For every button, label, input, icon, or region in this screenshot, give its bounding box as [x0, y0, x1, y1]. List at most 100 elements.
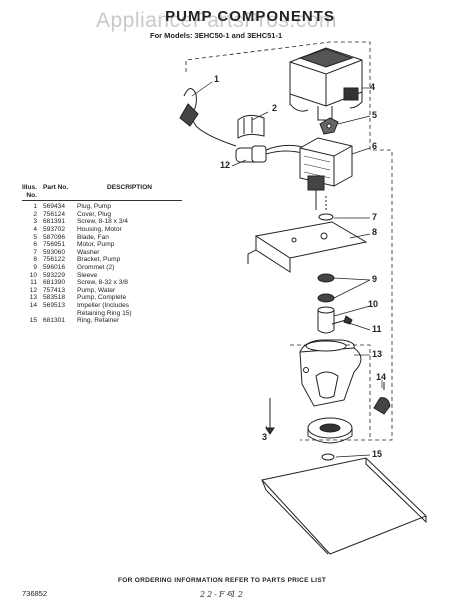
table-row: 13 583518 Pump, Complete: [22, 294, 182, 302]
callout-10: 10: [368, 299, 379, 309]
callout-4: 4: [370, 82, 376, 92]
description-cell: Impeller (Includes: [77, 301, 130, 309]
part-no-cell: 756124: [43, 210, 66, 218]
handwritten-note: 22-F-12: [200, 590, 245, 599]
ordering-note: FOR ORDERING INFORMATION REFER TO PARTS …: [118, 577, 327, 584]
callout-14: 14: [376, 372, 387, 382]
illus-no-cell: 9: [33, 263, 37, 271]
page-subtitle: For Models: 3EHC50-1 and 3EHC51-1: [150, 31, 283, 40]
illus-no-cell: 5: [33, 233, 37, 241]
part-no-cell: 681301: [43, 317, 66, 325]
header-illus-no: Illus. No.: [22, 184, 38, 199]
description-cell: Cover, Plug: [77, 210, 112, 218]
description-cell: Motor, Pump: [77, 241, 115, 249]
callout-15: 15: [372, 449, 383, 459]
fan-blade-part: [319, 117, 339, 135]
table-row: 7 593060 Washer: [22, 249, 182, 257]
callout-3: 3: [262, 432, 268, 442]
callout-6: 6: [372, 141, 378, 151]
pump-outline-dashed: [290, 344, 371, 440]
illus-no-cell: 13: [29, 294, 37, 302]
washer-part: [318, 213, 334, 221]
illus-no-cell: 1: [33, 203, 37, 211]
part-no-cell: 569434: [43, 203, 66, 211]
page-title: PUMP COMPONENTS: [165, 8, 335, 25]
illus-no-cell: 7: [33, 248, 37, 256]
description-cell: Pump, Complete: [77, 294, 127, 302]
illus-no-cell: 3: [33, 218, 37, 226]
table-row: 2 756124 Cover, Plug: [22, 211, 182, 219]
part-no-cell: 569513: [43, 301, 66, 309]
description-cell: Grommet (2): [77, 263, 115, 271]
description-cell: Screw, 8-32 x 3/8: [77, 279, 128, 287]
impeller-part: [373, 382, 391, 415]
document-number: 736852: [22, 589, 48, 598]
pump-complete-part: [299, 339, 362, 407]
callout-7: 7: [372, 212, 378, 222]
part-no-cell: 593702: [43, 225, 66, 233]
part-no-cell: 587096: [43, 233, 66, 241]
assembly-outline: [185, 41, 393, 441]
retaining-ring-part: [321, 453, 335, 461]
table-row: 9 596016 Grommet (2): [22, 264, 182, 272]
description-cell: Retaining Ring 15): [77, 309, 132, 317]
part-no-cell: 757413: [43, 286, 66, 294]
water-pump-connector-part: [235, 144, 307, 163]
cover-plug-part: [237, 114, 265, 139]
pump-motor-part: [299, 137, 353, 210]
illus-no-cell: 14: [29, 301, 37, 309]
description-cell: Plug, Pump: [77, 203, 112, 211]
part-no-cell: 583518: [43, 294, 66, 302]
grommet-part: [317, 273, 335, 303]
part-no-cell: 593060: [43, 248, 66, 256]
pump-bracket-part: [247, 221, 368, 273]
description-cell: Blade, Fan: [77, 233, 109, 241]
part-no-cell: 756951: [43, 241, 66, 249]
table-row: 12 757413 Pump, Water: [22, 287, 182, 295]
motor-housing-part: [289, 47, 363, 121]
table-row: 10 593229 Sleeve: [22, 272, 182, 280]
table-row: 11 681390 Screw, 8-32 x 3/8: [22, 279, 182, 287]
callout-13: 13: [372, 349, 383, 359]
callout-5: 5: [372, 110, 378, 120]
plug-part: [179, 88, 237, 147]
table-row: Retaining Ring 15): [22, 310, 182, 318]
callout-11: 11: [372, 324, 382, 334]
callout-8: 8: [372, 227, 378, 237]
callout-1: 1: [214, 74, 220, 84]
description-cell: Sleeve: [77, 271, 98, 279]
description-cell: Washer: [77, 248, 100, 256]
illus-no-cell: 6: [33, 241, 37, 249]
description-cell: Bracket, Pump: [77, 256, 121, 264]
illus-no-cell: 4: [33, 225, 37, 233]
parts-table-header: Illus. No. Part No. DESCRIPTION: [22, 184, 182, 202]
page-number: 6: [228, 589, 233, 598]
watermark: AppliancePartsPros.com: [96, 9, 337, 32]
description-cell: Ring, Retainer: [77, 317, 120, 325]
description-cell: Screw, 8-18 x 3/4: [77, 218, 128, 226]
table-row: 14 569513 Impeller (Includes: [22, 302, 182, 310]
description-cell: Pump, Water: [77, 286, 116, 294]
illus-no-cell: 10: [29, 271, 37, 279]
impeller-disk-part: [307, 417, 353, 444]
base-tray-part: [261, 457, 427, 555]
part-no-cell: 593229: [43, 271, 66, 279]
illus-no-cell: 2: [33, 210, 37, 218]
part-no-cell: 596016: [43, 263, 66, 271]
table-row: 4 593702 Housing, Motor: [22, 226, 182, 234]
description-cell: Housing, Motor: [77, 225, 122, 233]
illus-no-cell: 11: [30, 279, 37, 287]
illus-no-cell: 8: [33, 256, 37, 264]
part-no-cell: 756122: [43, 256, 66, 264]
table-row: 6 756951 Motor, Pump: [22, 241, 182, 249]
table-row: 8 756122 Bracket, Pump: [22, 256, 182, 264]
illus-no-cell: 12: [29, 286, 37, 294]
callout-12: 12: [220, 160, 231, 170]
part-no-cell: 681390: [43, 279, 66, 287]
table-row: 1 569434 Plug, Pump: [22, 203, 182, 211]
illus-no-cell: [22, 310, 43, 318]
